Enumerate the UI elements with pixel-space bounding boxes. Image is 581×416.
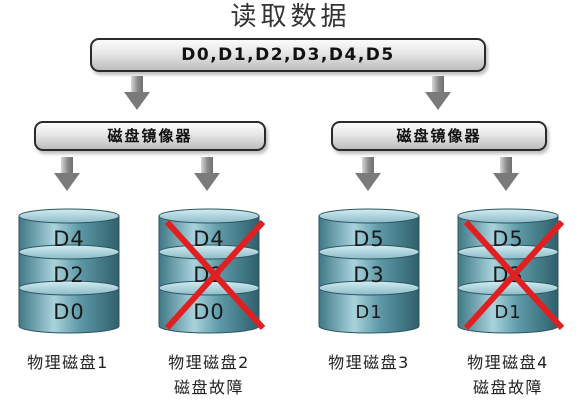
down-arrow-icon [54,157,80,191]
disk-caption: 物理磁盘1 [27,353,109,372]
disk-caption: 物理磁盘2 [168,353,250,372]
failure-cross-icon [164,219,266,331]
disk-status: 磁盘故障 [173,378,244,397]
disk-caption: 物理磁盘4 [467,353,549,372]
disk-mirror-left: 磁盘镜像器 [34,121,266,151]
disk-cylinder-icon [318,208,420,334]
disk-status: 磁盘故障 [472,378,543,397]
disk-cylinder-icon [18,208,120,334]
disk-block-label: D1 [494,302,522,323]
down-arrow-icon [493,157,519,191]
disk-block-label: D5 [353,227,385,251]
physical-disk-3: D5 D3 D1 [317,208,421,336]
disk-block-label: D4 [193,227,225,251]
physical-disk-1: D4 D2 D0 [17,208,121,336]
down-arrow-icon [124,76,150,110]
disk-block-label: D5 [492,227,524,251]
disk-block-label: D4 [53,227,85,251]
diagram-title: 读取数据 [230,2,351,32]
disk-block-label: D0 [193,300,225,324]
down-arrow-icon [355,157,381,191]
disk-caption: 物理磁盘3 [328,353,410,372]
disk-block-label: D2 [53,263,85,287]
data-bar: D0,D1,D2,D3,D4,D5 [90,38,486,72]
disk-cylinder-icon [457,208,559,334]
down-arrow-icon [194,157,220,191]
physical-disk-4: D5 D3 D1 [456,208,565,336]
disk-block-label: D3 [353,263,385,287]
down-arrow-icon [425,76,451,110]
failure-cross-icon [463,219,565,331]
physical-disk-2: D4 D2 D0 [157,208,266,336]
disk-block-label: D0 [53,300,85,324]
disk-mirror-right: 磁盘镜像器 [331,121,547,151]
disk-block-label: D1 [355,302,383,323]
disk-cylinder-icon [158,208,260,334]
